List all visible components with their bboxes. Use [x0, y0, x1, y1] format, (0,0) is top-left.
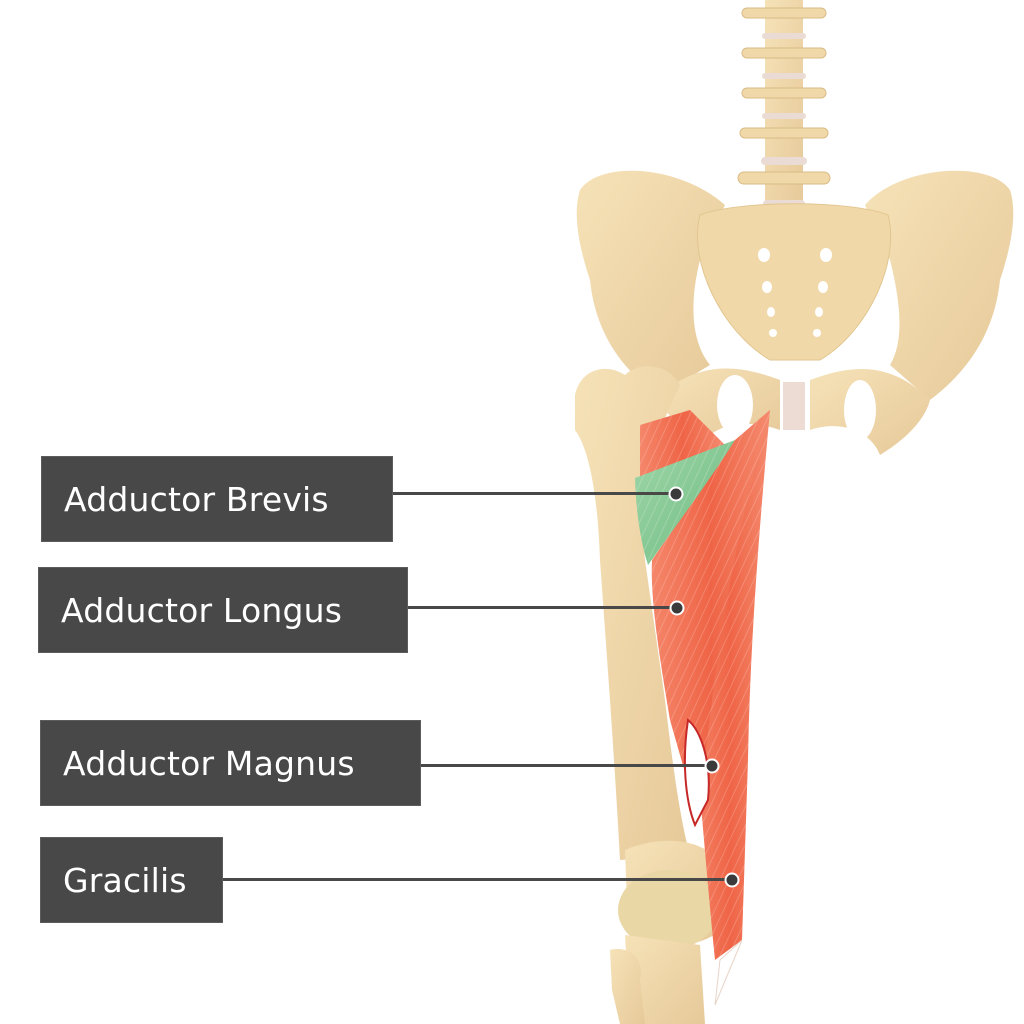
- leader-line-adductor-longus: [408, 606, 677, 609]
- label-adductor-magnus: Adductor Magnus: [40, 720, 421, 806]
- pointer-dot-gracilis: [724, 872, 740, 888]
- label-text: Gracilis: [63, 860, 187, 900]
- label-text: Adductor Brevis: [64, 479, 329, 519]
- label-adductor-brevis: Adductor Brevis: [41, 456, 393, 542]
- label-text: Adductor Longus: [61, 590, 343, 630]
- leader-line-adductor-brevis: [393, 492, 676, 495]
- label-text: Adductor Magnus: [63, 743, 355, 783]
- label-gracilis: Gracilis: [40, 837, 223, 923]
- pointer-dot-adductor-brevis: [668, 486, 684, 502]
- lumbar-spine: [737, 0, 831, 215]
- leader-line-gracilis: [223, 878, 732, 881]
- pointer-dot-adductor-longus: [669, 600, 685, 616]
- label-adductor-longus: Adductor Longus: [38, 567, 408, 653]
- pointer-dot-adductor-magnus: [704, 758, 720, 774]
- leader-line-adductor-magnus: [421, 764, 712, 767]
- femur: [575, 366, 720, 1024]
